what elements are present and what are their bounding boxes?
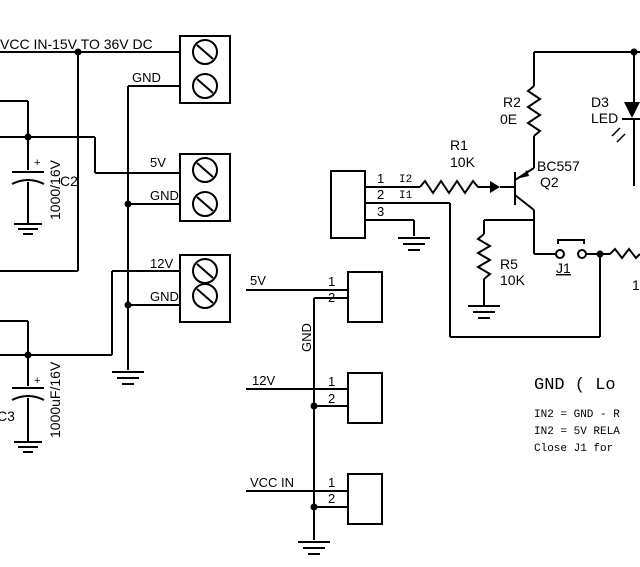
ground-symbol [14, 223, 42, 235]
led-d3: D3 LED [591, 52, 640, 186]
vcc-input-label: VCC IN-15V TO 36V DC [0, 36, 153, 52]
t3-12v-label: 12V [150, 256, 173, 271]
header-vcc-in: VCC IN 1 2 [246, 473, 383, 525]
r2-name: R2 [503, 94, 521, 110]
notes-block: GND ( Lo IN2 = GND - R IN2 = 5V RELA Clo… [534, 376, 620, 455]
notes-title: GND ( Lo [534, 376, 616, 395]
terminal-block-2: 5V GND [150, 153, 231, 222]
q2-name: Q2 [540, 174, 559, 190]
d3-type: LED [591, 110, 618, 126]
r5-name: R5 [500, 256, 518, 272]
ground-symbol [298, 541, 330, 555]
notes-line2: IN2 = 5V RELA [534, 426, 620, 438]
t2-5v-label: 5V [150, 155, 166, 170]
resistor-r1: R1 10K [419, 137, 500, 195]
c3-name: C3 [0, 408, 15, 424]
header-12v: 12V 1 2 [246, 372, 383, 424]
resistor-r5: R5 10K [468, 210, 535, 319]
header-12v-net: 12V [252, 373, 275, 388]
header-12v-pin2: 2 [328, 391, 335, 406]
input-power-section: VCC IN-15V TO 36V DC [0, 36, 180, 272]
r1-value: 10K [450, 154, 476, 170]
header-5v-pin2: 2 [328, 290, 335, 305]
r5-value: 10K [500, 272, 526, 288]
terminal-block-1 [179, 35, 231, 104]
header-vcc-pin1: 1 [328, 475, 335, 490]
r2-value: 0E [500, 111, 517, 127]
q2-part: BC557 [537, 158, 580, 174]
header-5v-pin1: 1 [328, 274, 335, 289]
capacitor-c2: + C2 1000/16V [11, 137, 78, 235]
c3-value: 1000uF/16V [47, 361, 63, 438]
r1-name: R1 [450, 137, 468, 153]
c2-value: 1000/16V [47, 159, 63, 220]
header-12v-pin1: 1 [328, 374, 335, 389]
capacitor-c3: + C3 1000uF/16V [0, 270, 180, 453]
gnd-bus: GND [112, 70, 180, 385]
input-pin3: 3 [377, 204, 384, 219]
t3-gnd-label: GND [150, 289, 179, 304]
jumper-j1: J1 1 [449, 203, 640, 338]
terminal-block-3: 12V GND [150, 254, 231, 323]
header-vcc-pin2: 2 [328, 491, 335, 506]
cut-label: 1 [632, 277, 640, 293]
input-sig-i2: I2 [399, 174, 412, 186]
c2-name: C2 [60, 173, 78, 189]
resistor-r2: R2 0E [500, 48, 640, 168]
header-vcc-net: VCC IN [250, 475, 294, 490]
d3-name: D3 [591, 94, 609, 110]
notes-line3: Close J1 for [534, 443, 613, 455]
input-header-3pin: 1 2 3 I2 I1 [330, 170, 450, 251]
j1-name: J1 [556, 260, 571, 276]
ground-symbol [398, 237, 430, 251]
input-pin1: 1 [377, 171, 384, 186]
gnd-header-bus: GND [298, 298, 330, 555]
ground-symbol [14, 441, 42, 453]
c3-polarity: + [34, 375, 40, 387]
header-5v-net: 5V [250, 273, 266, 288]
t1-gnd-label: GND [132, 70, 161, 85]
input-pin2: 2 [377, 187, 384, 202]
input-sig-i1: I1 [399, 190, 413, 202]
ground-symbol [112, 371, 144, 385]
header-5v: 5V 1 2 [246, 271, 383, 323]
t2-gnd-label: GND [150, 188, 179, 203]
notes-line1: IN2 = GND - R [534, 409, 620, 421]
gnd-net-label: GND [299, 323, 314, 352]
c2-polarity: + [34, 157, 40, 169]
transistor-q2: BC557 Q2 [500, 158, 580, 211]
ground-symbol [468, 305, 500, 319]
